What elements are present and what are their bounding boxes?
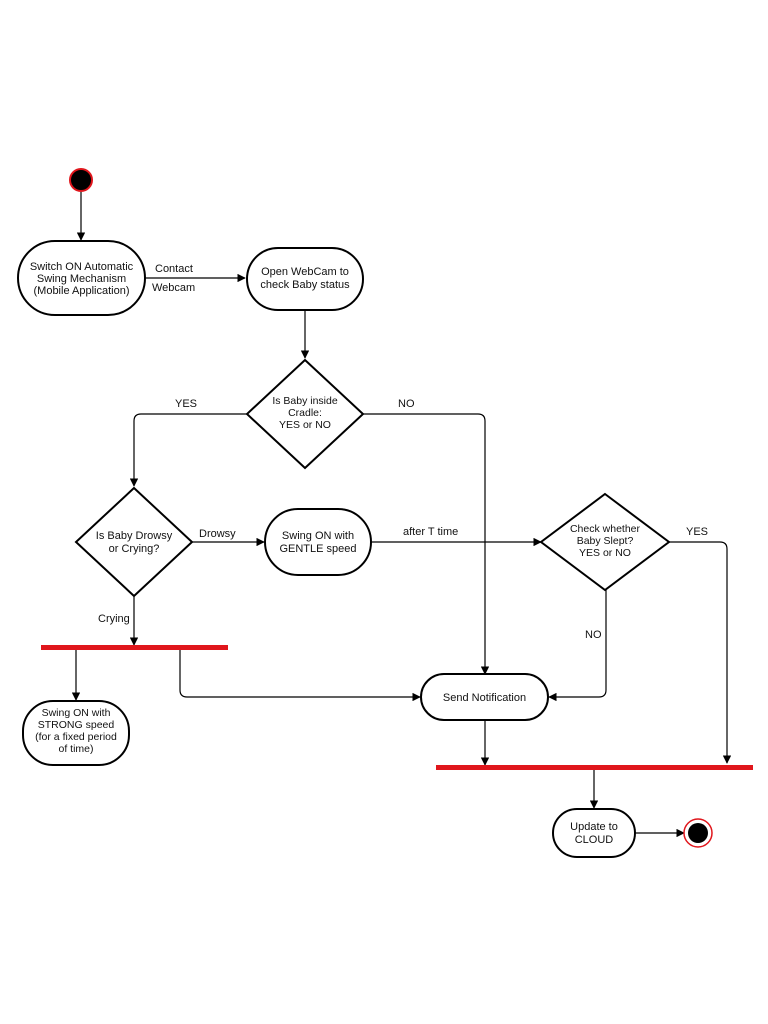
edge-cradle-yes [129,413,248,487]
edge-label-webcam: Webcam [152,282,195,294]
edge-bar-to-notification [179,650,421,702]
label-line: check Baby status [260,279,350,291]
edge-check-no [548,590,607,702]
join-bar-final [436,765,753,770]
label-line: Switch ON Automatic [30,261,134,273]
label-line: Send Notification [443,692,526,704]
label-line: Swing ON with [282,530,354,542]
edge-label-crying: Crying [98,613,130,625]
edge-label-yes-slept: YES [686,526,708,538]
label-line: Is Baby inside [272,395,338,407]
edge-check-yes [669,541,732,764]
label-line: (Mobile Application) [34,285,130,297]
label-line: Check whether [570,523,641,535]
edge-cradle-no [362,413,490,675]
label-line: CLOUD [575,834,614,846]
label-line: of time) [58,743,93,755]
fork-bar-crying [41,645,228,650]
label-line: Cradle: [288,407,322,419]
edge-label-drowsy: Drowsy [199,528,236,540]
label-line: YES or NO [579,547,631,559]
label-line: Update to [570,821,618,833]
label-line: YES or NO [279,419,331,431]
label-line: or Crying? [109,543,160,555]
label-line: Swing ON with [42,707,111,719]
edge-label-no-cradle: NO [398,398,415,410]
label-line: GENTLE speed [279,543,356,555]
label-line: (for a fixed period [35,731,117,743]
label-line: Swing Mechanism [37,273,126,285]
start-node [69,168,93,192]
label-line: Baby Slept? [577,535,634,547]
edge-label-after-t: after T time [403,526,458,538]
label-line: Open WebCam to [261,266,349,278]
edges [71,192,732,838]
node-send-notification: Send Notification [420,673,549,721]
edge-label-no-slept: NO [585,629,602,641]
label-line: Is Baby Drowsy [96,530,173,542]
end-node [683,818,713,848]
edge-label-contact: Contact [155,263,193,275]
node-send-notification-label: Send Notification [443,692,526,704]
label-line: STRONG speed [38,719,115,731]
edge-label-yes-cradle: YES [175,398,197,410]
